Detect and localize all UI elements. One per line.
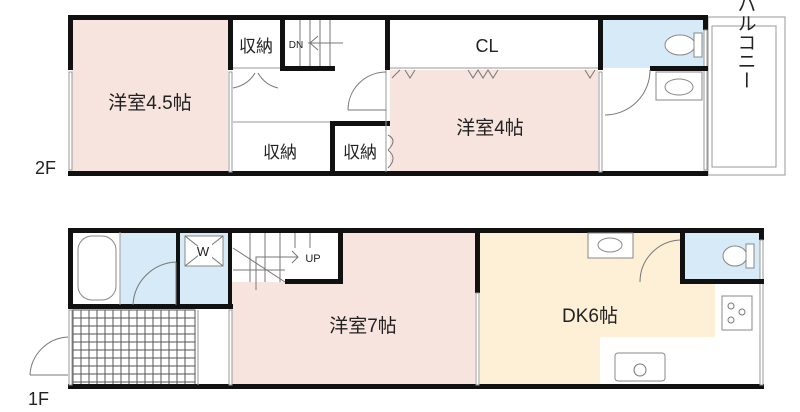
- toilet-icon: [722, 245, 748, 267]
- sink-icon: [664, 78, 694, 96]
- stairs-up-label: UP: [305, 253, 320, 265]
- room-dk: [480, 232, 715, 385]
- entrance-tiles: [72, 309, 196, 386]
- floor-2: 洋室4.5帖 収納 DN CL 洋室4帖 収納 収納 バルコニー 2F: [35, 0, 786, 178]
- kitchen-sink-icon: [614, 352, 666, 382]
- sink-icon: [597, 237, 623, 253]
- stairs-2f: [299, 20, 343, 66]
- stairs-1f: [232, 233, 311, 290]
- balcony: [707, 16, 786, 176]
- room-label-western-7: 洋室7帖: [329, 315, 397, 337]
- room-label-closet: CL: [475, 36, 498, 56]
- floor-label-2f: 2F: [35, 158, 56, 178]
- room-label-western-4-5: 洋室4.5帖: [108, 92, 191, 114]
- bathtub-icon: [77, 235, 117, 301]
- floor-1: W UP 洋室7帖 DK6帖 1F: [28, 228, 764, 409]
- bathroom: [120, 232, 178, 305]
- washer-label: W: [197, 244, 210, 259]
- room-western-4-5: [72, 19, 228, 172]
- room-label-dk: DK6帖: [562, 305, 618, 327]
- floor-label-1f: 1F: [28, 389, 49, 409]
- room-label-western-4: 洋室4帖: [456, 117, 524, 139]
- stairs-down-label: DN: [289, 40, 303, 51]
- room-label-storage: 収納: [343, 143, 377, 162]
- stove-icon: [721, 295, 753, 331]
- room-label-storage: 収納: [263, 143, 297, 162]
- room-label-balcony: バルコニー: [735, 0, 756, 90]
- toilet-icon: [664, 34, 696, 56]
- room-western-4: [390, 70, 598, 172]
- room-label-storage: 収納: [239, 37, 273, 56]
